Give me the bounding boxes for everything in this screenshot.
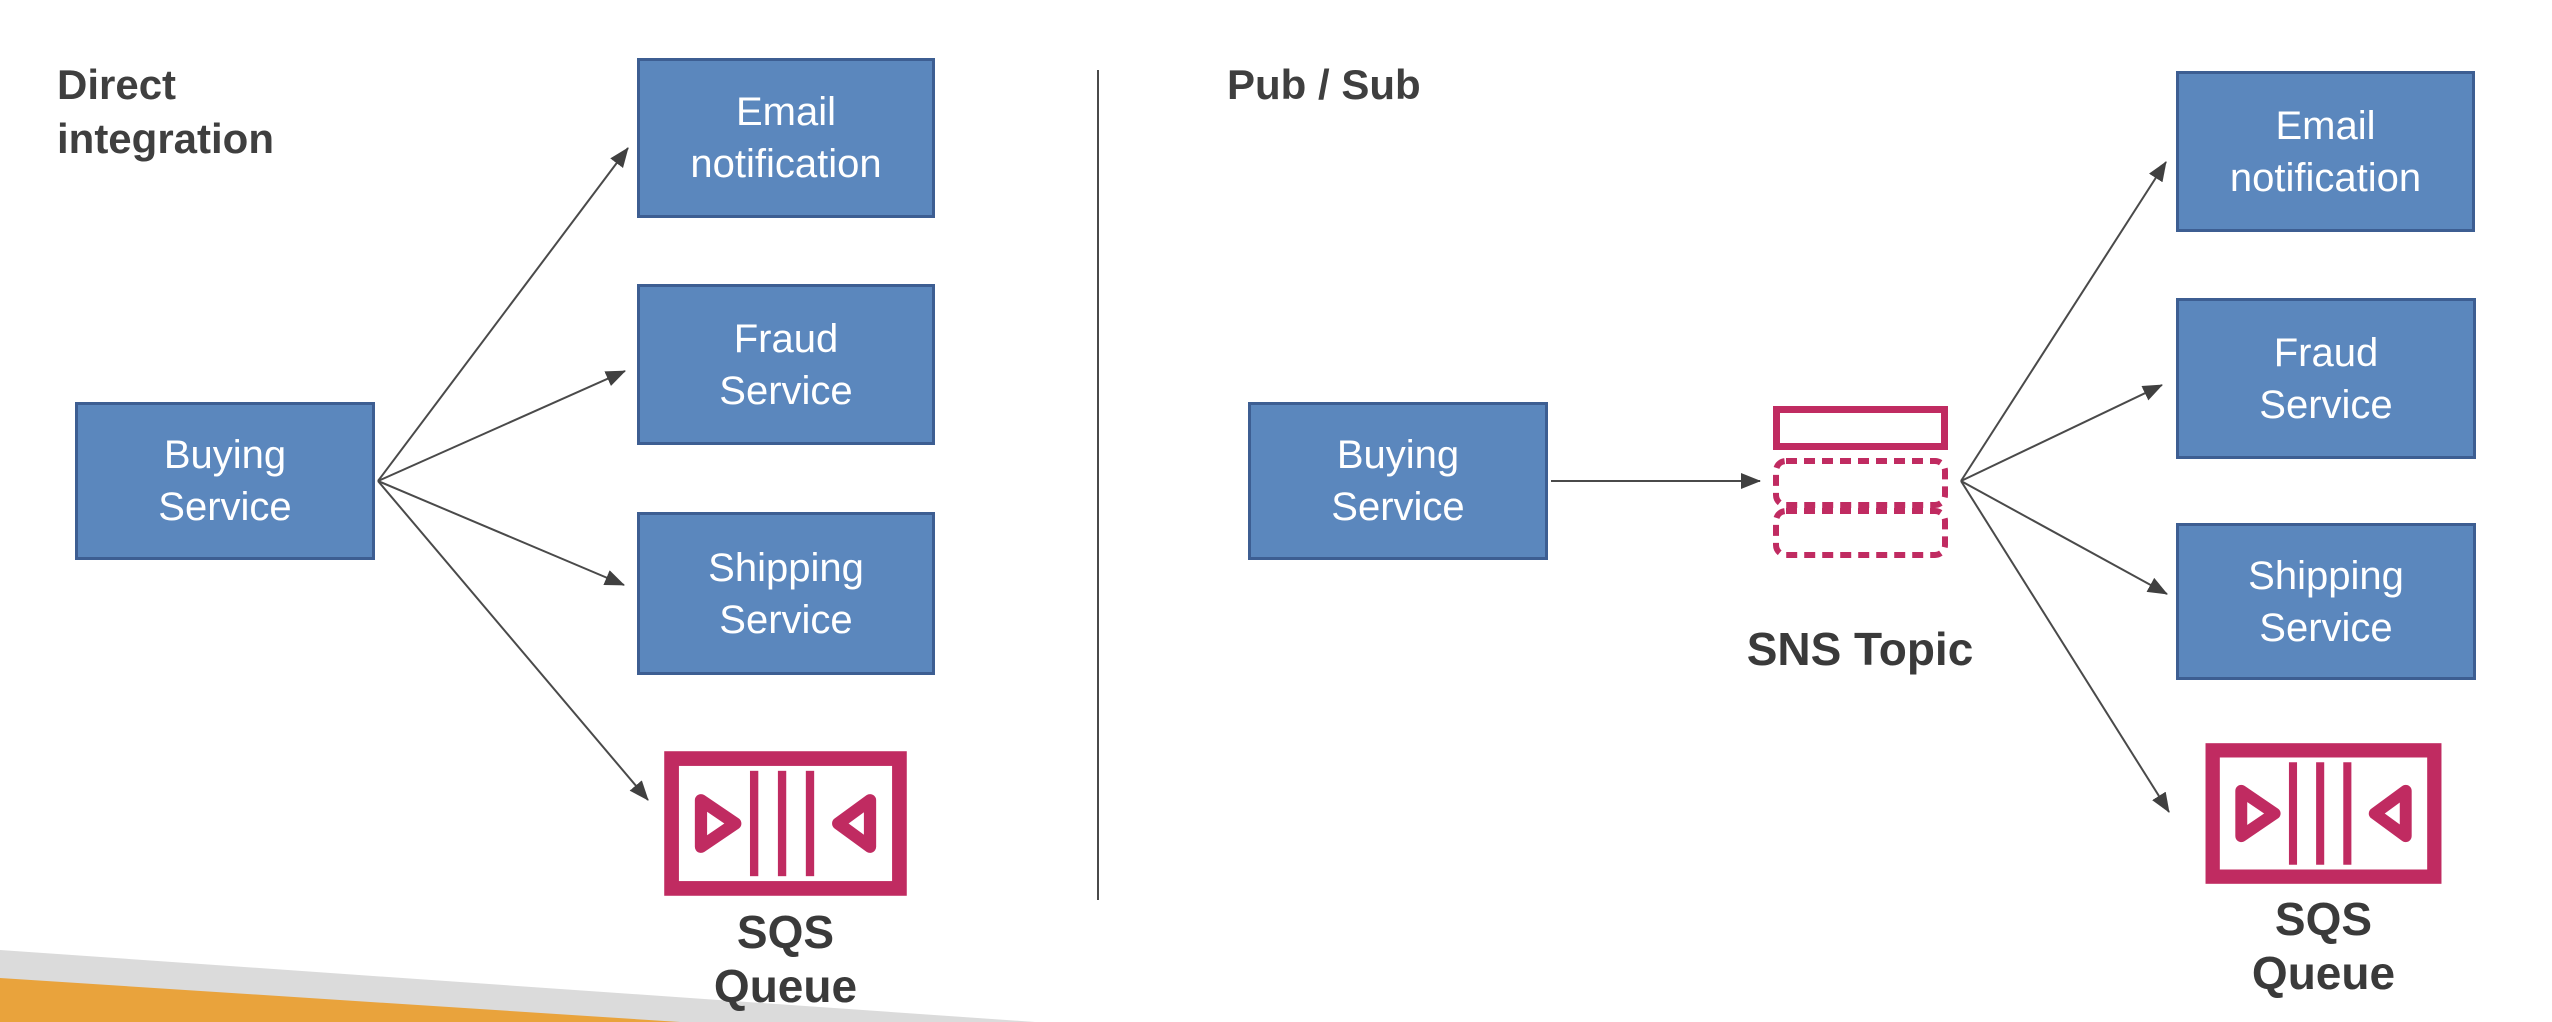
sqs-queue-label-right: SQS Queue: [2251, 893, 2396, 999]
fraud-service-label-left: Fraud Service: [719, 316, 853, 413]
sqs-queue-icon-right: [2205, 743, 2442, 884]
sqs-queue-label-left: SQS Queue: [713, 906, 858, 1012]
left-panel-title: Direct integration: [57, 61, 274, 162]
buying-service-label-right: Buying Service: [1331, 433, 1465, 529]
arrow-left-buying-to-email: [377, 147, 629, 482]
slide-accent-orange-stripe: [0, 978, 680, 1022]
arrow-left-buying-to-shipping: [377, 480, 625, 586]
arrow-sns-to-sqs: [1960, 480, 2170, 813]
arrow-sns-to-email: [1960, 161, 2167, 482]
arrow-sns-to-fraud: [1960, 384, 2163, 482]
buying-service-box-left: Buying Service: [75, 402, 375, 560]
email-notification-label-left: Email notification: [690, 90, 882, 186]
email-notification-box-right: Email notification: [2176, 71, 2475, 232]
buying-service-label-left: Buying Service: [158, 433, 292, 529]
email-notification-label-right: Email notification: [2229, 103, 2422, 200]
arrow-left-buying-to-fraud: [377, 370, 626, 482]
shipping-service-label-right: Shipping Service: [2248, 553, 2404, 650]
sns-topic-icon: [1773, 406, 1948, 558]
arrow-sns-to-shipping: [1960, 480, 2168, 595]
fraud-service-box-left: Fraud Service: [637, 284, 935, 445]
shipping-service-label-left: Shipping Service: [708, 545, 864, 642]
email-notification-box-left: Email notification: [637, 58, 935, 218]
buying-service-box-right: Buying Service: [1248, 402, 1548, 560]
fraud-service-box-right: Fraud Service: [2176, 298, 2476, 459]
shipping-service-box-left: Shipping Service: [637, 512, 935, 675]
arrow-left-buying-to-sqs: [377, 480, 649, 801]
shipping-service-box-right: Shipping Service: [2176, 523, 2476, 680]
fraud-service-label-right: Fraud Service: [2259, 330, 2393, 427]
right-panel-title: Pub / Sub: [1227, 61, 1421, 108]
sqs-queue-icon-left: [664, 751, 907, 896]
sns-topic-label: SNS Topic: [1746, 623, 1974, 675]
